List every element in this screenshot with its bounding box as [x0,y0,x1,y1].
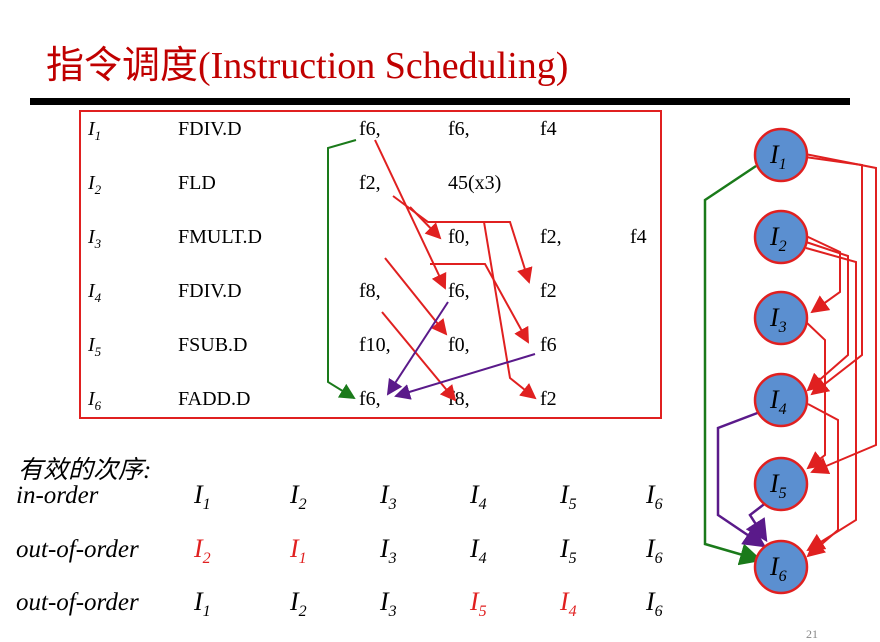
graph-node-i5: I5 [753,456,809,512]
order-item: I6 [646,587,663,621]
page-number: 21 [806,627,818,641]
edge-i4-i6 [806,403,839,558]
row-operand-c: f2, [540,226,562,248]
instruction-table-frame [79,110,662,419]
title-divider [30,98,850,105]
order-item: I6 [646,480,663,514]
order-item: I5 [560,480,577,514]
order-item: I6 [646,534,663,568]
order-label: out-of-order [16,536,139,563]
order-item: I1 [290,534,307,568]
order-item: I4 [470,534,487,568]
row-opcode: FDIV.D [178,280,242,302]
row-operand-a: f6, [359,388,381,410]
row-operand-b: f6, [448,280,470,302]
row-operand-c: f6 [540,334,557,356]
arrow-i2-f2-to-i6-f2 [409,206,442,240]
valid-orders-heading: 有效的次序: [18,457,152,484]
graph-node-i3: I3 [753,290,809,346]
graph-node-i2: I2 [753,209,809,265]
row-operand-c: f2 [540,280,557,302]
svg-text:I6: I6 [769,552,787,585]
order-item: I4 [470,480,487,514]
order-item: I3 [380,480,397,514]
row-operand-c: f2 [540,388,557,410]
row-instr-id: I3 [88,226,102,251]
arrow-i4-f6-to-i6-f6 [386,301,449,396]
edge-i1-i5 [804,153,877,475]
arrow-i1-f6-to-i6 [327,139,357,400]
order-item: I5 [470,587,487,621]
row-opcode: FLD [178,172,216,194]
svg-text:I1: I1 [769,140,787,173]
edge-i2-i4 [805,241,849,392]
page-title: 指令调度(Instruction Scheduling) [46,45,569,87]
row-operand-d: f4 [630,226,647,248]
row-operand-b: f6, [448,118,470,140]
row-opcode: FDIV.D [178,118,242,140]
svg-text:I4: I4 [769,385,787,418]
arrow-i4-f8-to-i6-f8 [381,311,457,402]
arrow-i3-f0-to-i5-f0 [483,221,537,400]
order-item: I2 [290,480,307,514]
edge-i1-i6-green [703,164,763,566]
edge-i3-i5 [805,321,827,470]
edge-i4-i6-purple [716,410,767,548]
order-label: in-order [16,482,99,509]
order-item: I3 [380,587,397,621]
arrow-i5-f6-to-i6-f6 [394,353,536,400]
row-operand-b: 45(x3) [448,172,502,194]
row-operand-b: f0, [448,334,470,356]
row-opcode: FMULT.D [178,226,262,248]
graph-node-i6: I6 [753,539,809,595]
order-item: I5 [560,534,577,568]
arrow-i3-to-i5-f6 [430,263,529,344]
row-operand-b: f0, [448,226,470,248]
svg-text:I2: I2 [769,222,787,255]
order-item: I3 [380,534,397,568]
order-item: I4 [560,587,577,621]
order-item: I1 [194,480,211,514]
row-opcode: FSUB.D [178,334,248,356]
order-label: out-of-order [16,589,139,616]
order-item: I1 [194,587,211,621]
svg-text:I3: I3 [769,303,787,336]
svg-text:I5: I5 [769,469,787,502]
row-instr-id: I6 [88,388,102,413]
edge-i2-i3 [805,235,841,314]
order-item: I2 [290,587,307,621]
row-instr-id: I5 [88,334,102,359]
graph-node-i1: I1 [753,127,809,183]
row-instr-id: I4 [88,280,102,305]
row-instr-id: I2 [88,172,102,197]
edge-i5-i6-purple [745,501,768,543]
order-item: I2 [194,534,211,568]
row-instr-id: I1 [88,118,102,143]
row-operand-a: f10, [359,334,391,356]
graph-node-i4: I4 [753,372,809,428]
row-opcode: FADD.D [178,388,251,410]
row-operand-a: f6, [359,118,381,140]
row-operand-a: f8, [359,280,381,302]
edge-i1-i4 [804,156,863,396]
row-operand-c: f4 [540,118,557,140]
row-operand-a: f2, [359,172,381,194]
